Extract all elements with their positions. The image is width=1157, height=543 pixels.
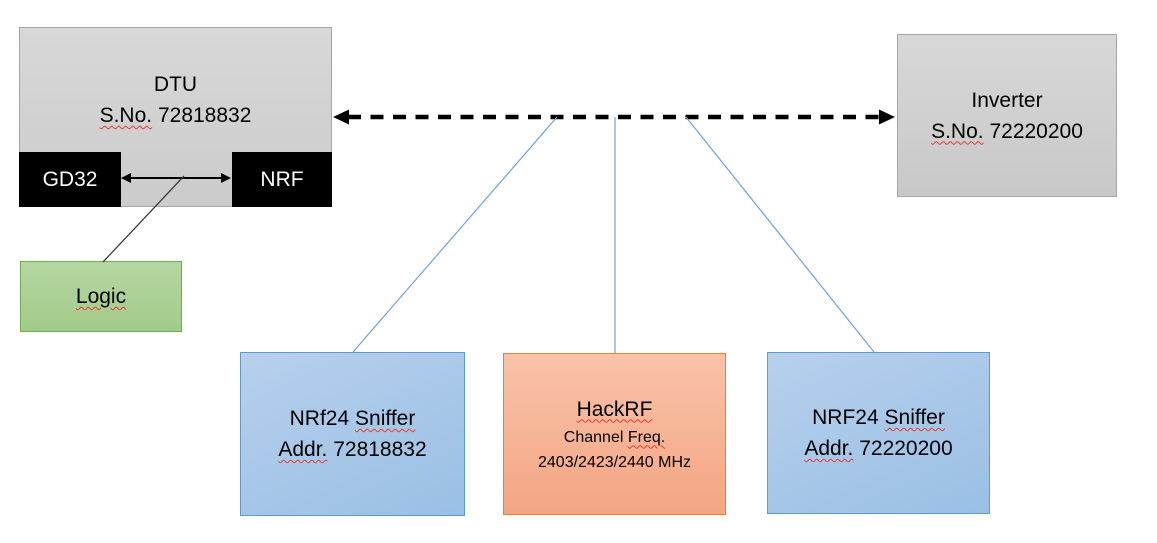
logic-label: Logic	[75, 285, 127, 308]
rf-link-dashed-arrow	[333, 109, 895, 125]
sniffer-right-title: NRF24 Sniffer	[812, 406, 945, 429]
sniffer-left-address: Addr. 72818832	[278, 438, 427, 461]
inverter-serial: S.No. 72220200	[931, 119, 1083, 143]
hackrf-box: HackRF Channel Freq. 2403/2423/2440 MHz	[503, 353, 726, 515]
sniffer-left-title: NRf24 Sniffer	[289, 407, 416, 430]
sniffer-left-connector	[352, 116, 558, 353]
sniffer-right-address: Addr. 72220200	[804, 437, 953, 460]
dtu-title: DTU	[153, 73, 198, 96]
sniffer-right-box: NRF24 Sniffer Addr. 72220200	[767, 352, 990, 514]
logic-box: Logic	[20, 261, 182, 332]
inverter-title: Inverter	[971, 88, 1043, 112]
gd32-label: GD32	[42, 168, 98, 191]
gd32-chip: GD32	[19, 152, 121, 207]
sniffer-right-connector	[685, 116, 875, 353]
hackrf-frequencies: 2403/2423/2440 MHz	[538, 453, 691, 471]
hackrf-title: HackRF	[576, 397, 653, 421]
dtu-serial: S.No. 72818832	[99, 104, 252, 127]
inverter-box: Inverter S.No. 72220200	[897, 34, 1117, 197]
nrf-label: NRF	[260, 168, 304, 191]
nrf-chip: NRF	[232, 152, 332, 207]
hackrf-channel-label: Channel Freq.	[563, 428, 666, 446]
sniffer-left-box: NRf24 Sniffer Addr. 72818832	[240, 352, 465, 516]
